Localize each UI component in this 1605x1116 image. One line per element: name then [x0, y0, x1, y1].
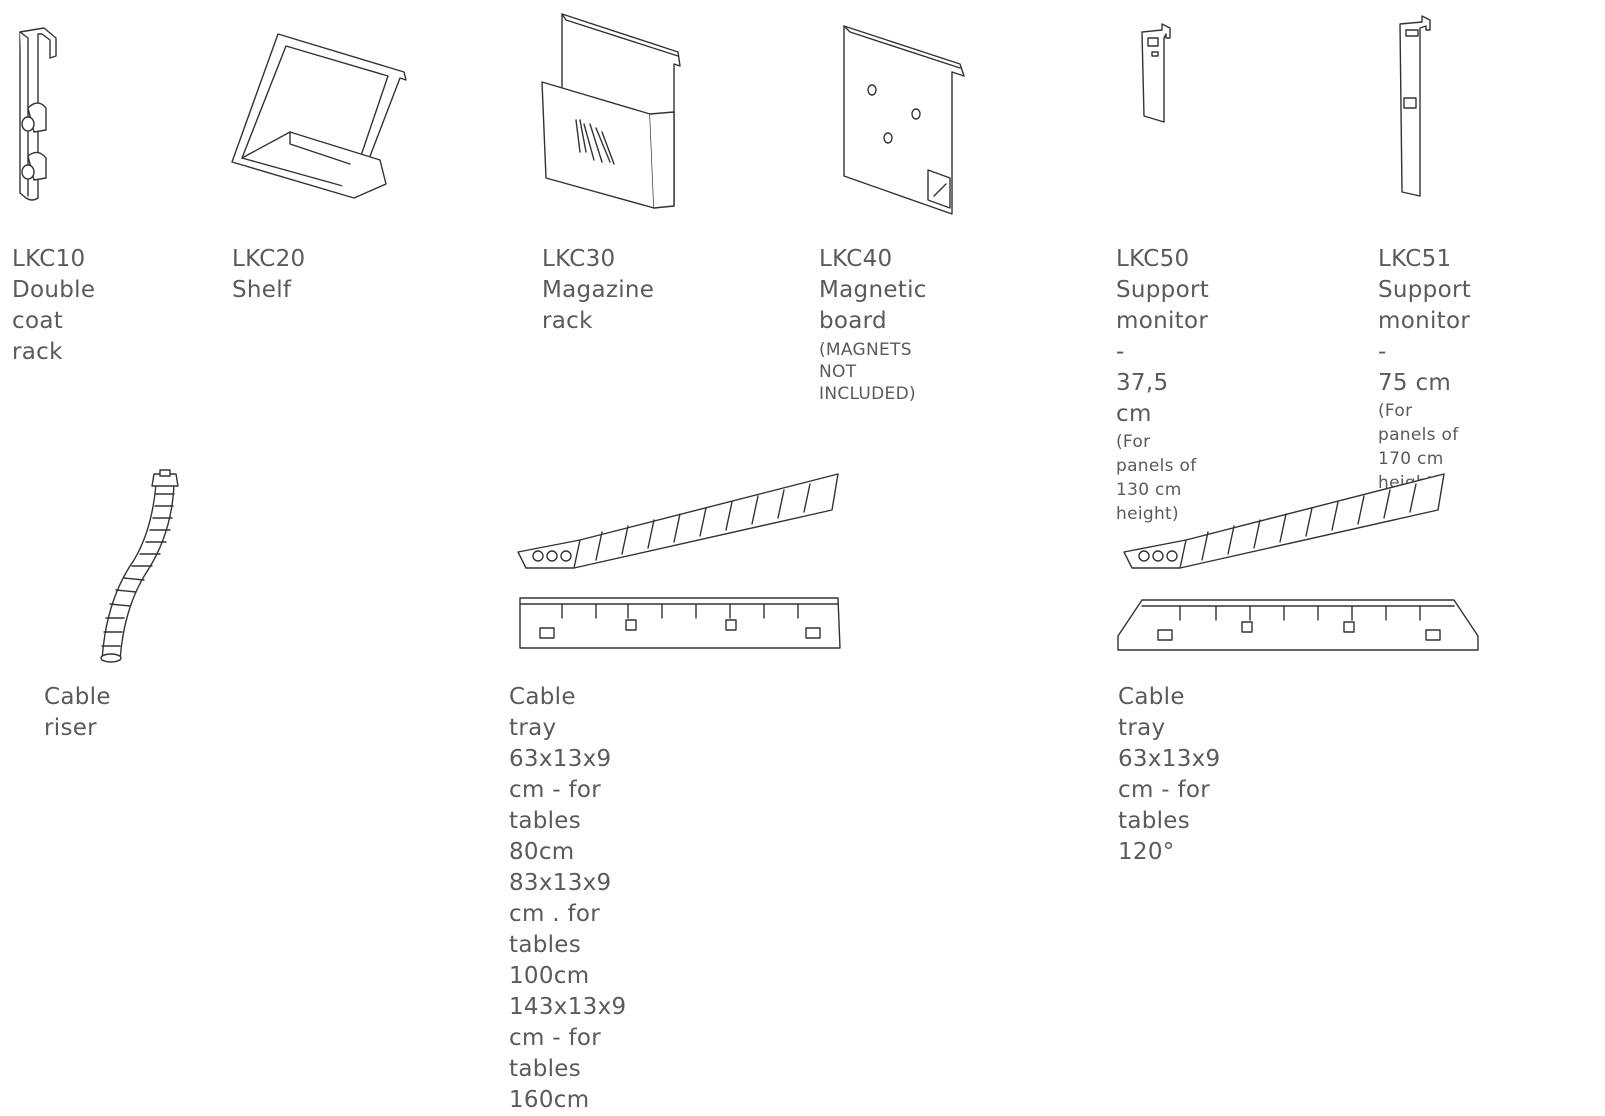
product-name: Magazine rack [542, 277, 655, 334]
product-note: (MAGNETS NOT INCLUDED) [819, 340, 916, 404]
product-name: Shelf [232, 277, 292, 303]
product-code: LKC10 [12, 246, 86, 272]
product-label: LKC20 Shelf [232, 244, 305, 306]
dimensions-list: 63x13x9 cm - for tables 80cm 83x13x9 cm … [509, 744, 626, 1116]
magnetic-board-illustration [840, 24, 970, 219]
dimensions-list: 63x13x9 cm - for tables 120° [1118, 744, 1221, 868]
product-label: LKC50 Support monitor - 37,5 cm (For pan… [1116, 244, 1209, 526]
product-note: (For panels of 130 cm height) [1116, 432, 1197, 524]
accessory-name: Cable tray [509, 684, 576, 741]
dimension-line: 143x13x9 cm - for tables 160cm [509, 994, 627, 1113]
product-code: LKC51 [1378, 246, 1452, 272]
magazine-rack-illustration [540, 12, 690, 212]
support-monitor-long-illustration [1396, 15, 1436, 198]
accessory-name: Cable riser [44, 684, 111, 741]
double-coat-rack-illustration [14, 27, 64, 203]
product-code: LKC20 [232, 246, 306, 272]
product-name: Support monitor - 75 cm [1378, 277, 1472, 396]
support-monitor-short-illustration [1138, 23, 1178, 124]
cable-tray-illustration [516, 470, 846, 655]
product-label: LKC51 Support monitor - 75 cm (For panel… [1378, 244, 1471, 495]
dimension-line: 83x13x9 cm . for tables 100cm [509, 870, 612, 989]
product-code: LKC40 [819, 246, 893, 272]
dimension-line: 63x13x9 cm - for tables 80cm [509, 746, 612, 865]
shelf-illustration [230, 32, 410, 202]
product-name: Support monitor - 37,5 cm [1116, 277, 1210, 427]
accessory-label: Cable riser [44, 682, 111, 744]
product-code: LKC30 [542, 246, 616, 272]
product-code: LKC50 [1116, 246, 1190, 272]
cable-riser-illustration [86, 469, 196, 665]
product-label: LKC40 Magnetic board (MAGNETS NOT INCLUD… [819, 244, 927, 405]
product-label: LKC30 Magazine rack [542, 244, 654, 337]
cable-tray-angled-illustration [1116, 470, 1482, 655]
accessory-name: Cable tray [1118, 684, 1185, 741]
product-name: Double coat rack [12, 277, 96, 365]
product-name: Magnetic board [819, 277, 927, 334]
accessory-label: Cable tray [509, 682, 576, 744]
product-label: LKC10 Double coat rack [12, 244, 95, 368]
dimension-line: 63x13x9 cm - for tables 120° [1118, 746, 1221, 865]
accessory-label: Cable tray [1118, 682, 1185, 744]
